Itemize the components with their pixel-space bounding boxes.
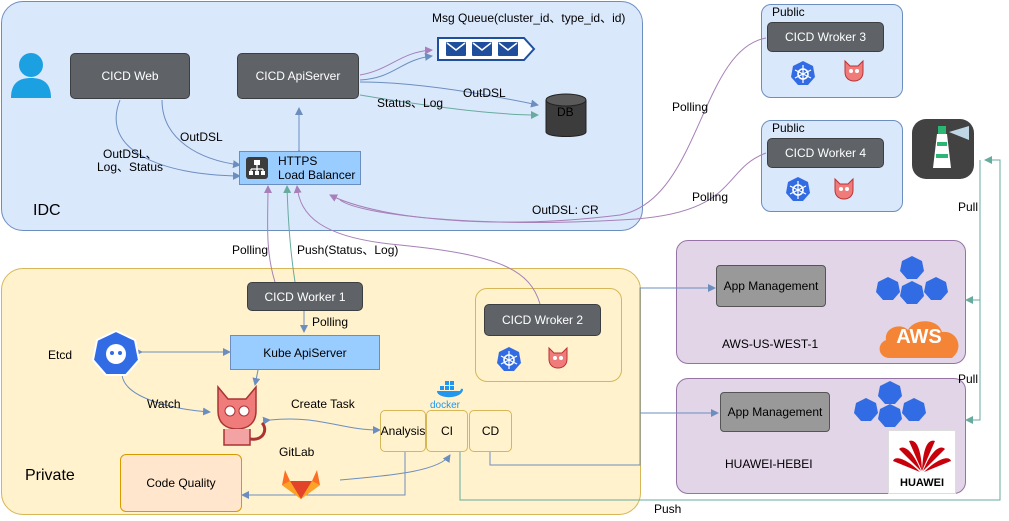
- idc-label: IDC: [33, 202, 61, 219]
- edge-label-outdsl-db: OutDSL: [463, 86, 506, 100]
- code-quality-node[interactable]: Code Quality: [120, 454, 242, 512]
- db-icon: [545, 93, 587, 137]
- db-label: DB: [557, 105, 574, 119]
- edge-label-push-status-log: Push(Status、Log): [297, 243, 399, 257]
- aws-region-label: AWS-US-WEST-1: [722, 337, 819, 351]
- kubernetes-cluster-icon: [876, 256, 948, 304]
- edge-cd-aws: [489, 284, 716, 466]
- huawei-region-label: HUAWEI-HEBEI: [725, 457, 813, 471]
- analysis-node[interactable]: Analysis: [380, 410, 426, 452]
- edge-w1-push: [283, 185, 296, 283]
- edge-gitlab-ci: [339, 454, 451, 481]
- kubernetes-cluster-icon: [854, 381, 926, 427]
- edge-api-db: [359, 81, 539, 108]
- cicd-worker4-node[interactable]: CICD Worker 4: [767, 138, 884, 168]
- edge-lb-web: [115, 99, 241, 180]
- public-label-3: Public: [772, 5, 805, 19]
- edge-kube-cat: [252, 362, 264, 386]
- edge-pull-aws: [965, 160, 981, 304]
- edge-label-polling-w3: Polling: [672, 100, 709, 114]
- argo-icon: [844, 59, 864, 82]
- docker-label: docker: [430, 400, 461, 411]
- kubernetes-icon: [791, 61, 815, 85]
- huawei-logo: HUAWEI: [888, 430, 956, 494]
- argo-icon: [834, 177, 854, 200]
- cd-node[interactable]: CD: [469, 410, 512, 452]
- load-balancer-node[interactable]: HTTPS Load Balancer: [239, 151, 361, 185]
- private-label: Private: [25, 467, 75, 484]
- edge-cat-analysis: [262, 416, 381, 434]
- edge-w2-lb: [293, 185, 541, 305]
- app-management-aws[interactable]: App Management: [716, 265, 826, 307]
- edge-label-polling-kube: Polling: [312, 315, 349, 329]
- argo-icon: [548, 346, 568, 369]
- lighthouse-icon: [912, 119, 974, 179]
- kubernetes-icon: [786, 177, 810, 201]
- msg-queue-label: Msg Queue(cluster_id、type_id、id): [432, 11, 626, 25]
- edge-api-mq-2: [359, 52, 433, 81]
- edge-label-create-task: Create Task: [291, 397, 355, 411]
- edge-pull-huawei: [965, 300, 981, 424]
- edge-label-pull-1: Pull: [958, 200, 979, 214]
- edge-web-lb: [161, 99, 241, 169]
- edge-api-db-status: [359, 94, 539, 119]
- edge-label-status-log: Status、Log: [377, 96, 444, 110]
- etcd-label: Etcd: [48, 348, 73, 362]
- edge-analysis-cq: [241, 452, 406, 499]
- cicd-web-node[interactable]: CICD Web: [70, 53, 190, 99]
- edge-push: [459, 156, 1001, 501]
- edge-api-mq: [359, 46, 433, 76]
- aws-logo: AWS: [876, 316, 962, 360]
- edge-etcd-cat: [117, 367, 211, 416]
- cicd-worker2-node[interactable]: CICD Wroker 2: [484, 304, 601, 336]
- app-management-huawei[interactable]: App Management: [720, 392, 830, 432]
- edge-label-push: Push: [654, 502, 682, 516]
- cicd-worker1-node[interactable]: CICD Worker 1: [247, 282, 363, 311]
- kube-apiserver-node[interactable]: Kube ApiServer: [230, 335, 380, 370]
- edge-label-watch: Watch: [147, 397, 181, 411]
- edge-label-outdsl-log-1: OutDSL、: [103, 147, 158, 161]
- edge-label-polling-w4: Polling: [692, 190, 729, 204]
- edge-w3-lb: [329, 37, 767, 223]
- public-label-4: Public: [772, 121, 805, 135]
- edge-label-pull-2: Pull: [958, 372, 979, 386]
- lb-line-2: Load Balancer: [278, 168, 356, 182]
- edge-w4-lb: [339, 152, 767, 223]
- edge-w1-polling: [263, 185, 276, 283]
- aws-logo-text: AWS: [896, 326, 942, 348]
- kubernetes-icon: [497, 347, 521, 371]
- message-queue-icon: [437, 37, 536, 61]
- gitlab-label: GitLab: [279, 445, 315, 459]
- load-balancer-icon: [246, 157, 268, 179]
- cicd-worker3-node[interactable]: CICD Wroker 3: [767, 22, 884, 52]
- huawei-logo-text: HUAWEI: [900, 477, 944, 489]
- edge-label-polling-w1: Polling: [232, 243, 269, 257]
- gitlab-icon: [282, 470, 320, 499]
- edge-label-outdsl-web: OutDSL: [180, 130, 223, 144]
- edge-label-outdsl-log-2: Log、Status: [97, 160, 164, 174]
- user-icon: [11, 53, 51, 98]
- cicd-apiserver-node[interactable]: CICD ApiServer: [237, 53, 359, 99]
- edge-label-outdsl-cr: OutDSL: CR: [532, 203, 599, 217]
- ci-node[interactable]: CI: [426, 410, 468, 452]
- etcd-icon: [92, 330, 140, 376]
- docker-icon: [437, 381, 463, 398]
- argo-workflow-icon: [217, 384, 267, 446]
- lb-line-1: HTTPS: [278, 154, 318, 168]
